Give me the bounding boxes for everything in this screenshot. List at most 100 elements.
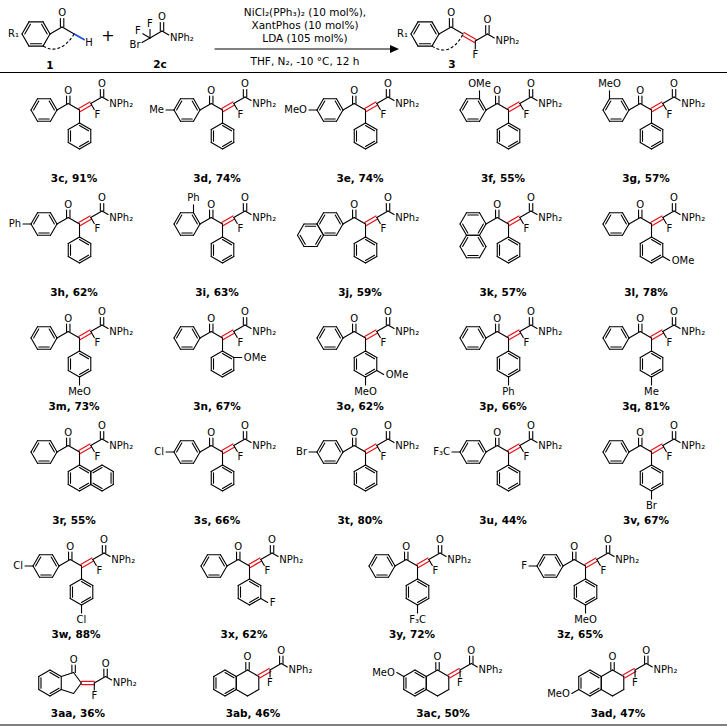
bond-line bbox=[91, 446, 95, 452]
bond-line bbox=[439, 663, 440, 671]
bond-line bbox=[50, 688, 59, 693]
bond-line bbox=[104, 553, 110, 557]
bond-line bbox=[377, 97, 388, 104]
compound-label: 3i, 63% bbox=[195, 287, 239, 298]
bond-line bbox=[662, 244, 663, 257]
bond-line bbox=[352, 96, 353, 104]
bond-line bbox=[69, 96, 70, 104]
substituent-label: Ph bbox=[187, 193, 199, 203]
bond-line bbox=[377, 446, 381, 452]
bond-line bbox=[471, 664, 477, 668]
bond-line bbox=[31, 224, 38, 235]
bond-line bbox=[464, 33, 476, 40]
bond-line bbox=[279, 656, 280, 664]
bond-line bbox=[417, 566, 418, 579]
bond-line bbox=[578, 677, 579, 690]
bond-line bbox=[324, 121, 337, 122]
bond-line bbox=[651, 224, 652, 237]
bond-line bbox=[38, 212, 51, 213]
bond-line bbox=[181, 326, 194, 327]
atom-label: NPh₂ bbox=[538, 213, 562, 223]
bond-line bbox=[75, 665, 76, 673]
bond-line bbox=[623, 224, 630, 235]
bond-line bbox=[222, 110, 223, 123]
compound-label: 3t, 80% bbox=[337, 515, 382, 526]
compound-label: 3r, 55% bbox=[52, 515, 96, 526]
substituent-label: MeO bbox=[354, 387, 377, 397]
atom-label: O bbox=[277, 646, 285, 656]
bond-line bbox=[31, 338, 38, 349]
bond-line bbox=[324, 235, 337, 236]
bond-line bbox=[81, 684, 94, 685]
bond-line bbox=[79, 452, 80, 465]
substituent-label: F₃C bbox=[409, 615, 426, 625]
atom-label: O bbox=[241, 421, 249, 431]
bond-line bbox=[623, 110, 630, 121]
substituent-label: Cl bbox=[154, 447, 164, 457]
bond-line bbox=[245, 663, 246, 671]
bond-line bbox=[467, 257, 480, 258]
compound-label: 3ab, 46% bbox=[226, 708, 281, 719]
bond-line bbox=[182, 460, 192, 461]
bond-line bbox=[149, 30, 150, 39]
bond-line bbox=[222, 102, 233, 109]
atom-label: F bbox=[135, 26, 141, 36]
bond-line bbox=[238, 560, 249, 567]
bond-line bbox=[418, 582, 427, 587]
bond-line bbox=[335, 443, 340, 452]
atom-label: O bbox=[670, 421, 678, 431]
bond-line bbox=[243, 90, 244, 98]
bond-line bbox=[211, 465, 222, 472]
bond-line bbox=[74, 683, 82, 694]
atom-label: NPh₂ bbox=[109, 213, 133, 223]
bond-line bbox=[298, 224, 305, 235]
bond-line bbox=[222, 216, 233, 223]
atom-label: O bbox=[241, 193, 249, 203]
bond-line bbox=[651, 338, 652, 351]
bond-line bbox=[634, 670, 635, 677]
compound-label: 3m, 73% bbox=[48, 401, 99, 412]
bond-line bbox=[40, 577, 53, 578]
bond-line bbox=[236, 677, 237, 690]
bond-line bbox=[652, 141, 661, 146]
bond-line bbox=[356, 473, 357, 483]
atom-label: NPh₂ bbox=[538, 327, 562, 337]
compound-label: 3v, 67% bbox=[623, 515, 669, 526]
bond-line bbox=[245, 97, 251, 101]
bond-line bbox=[72, 587, 73, 597]
bond-line bbox=[426, 690, 437, 697]
bond-line bbox=[113, 472, 114, 485]
bond-line bbox=[579, 690, 590, 697]
bond-line bbox=[642, 131, 643, 141]
bond-line bbox=[261, 553, 272, 560]
bond-line bbox=[68, 485, 79, 492]
bond-line bbox=[529, 432, 530, 440]
bond-line bbox=[369, 566, 376, 577]
compound-number: 3 bbox=[448, 59, 455, 70]
bond-line bbox=[640, 123, 651, 130]
bond-line bbox=[468, 118, 478, 119]
bond-line bbox=[273, 546, 274, 554]
atom-label: O bbox=[436, 535, 444, 545]
bond-line bbox=[90, 358, 91, 371]
atom-label: O bbox=[527, 421, 535, 431]
bond-line bbox=[406, 560, 417, 567]
atom-label: NPh₂ bbox=[654, 665, 678, 675]
bond-line bbox=[246, 90, 247, 98]
atom-label: NPh₂ bbox=[109, 327, 133, 337]
bond-line bbox=[50, 27, 62, 34]
bond-line bbox=[662, 472, 663, 485]
bond-line bbox=[209, 210, 210, 218]
bond-line bbox=[79, 444, 90, 451]
bond-line bbox=[366, 354, 375, 359]
atom-label: O bbox=[350, 314, 358, 324]
compound-label: 3aa, 36% bbox=[51, 708, 105, 719]
bond-line bbox=[320, 329, 325, 338]
bond-line bbox=[317, 338, 324, 349]
bond-line bbox=[486, 446, 497, 453]
bond-line bbox=[38, 463, 51, 464]
atom-label: O bbox=[636, 314, 644, 324]
bond-line bbox=[397, 673, 404, 677]
atom-label: F bbox=[147, 19, 153, 29]
bond-line bbox=[431, 24, 437, 34]
